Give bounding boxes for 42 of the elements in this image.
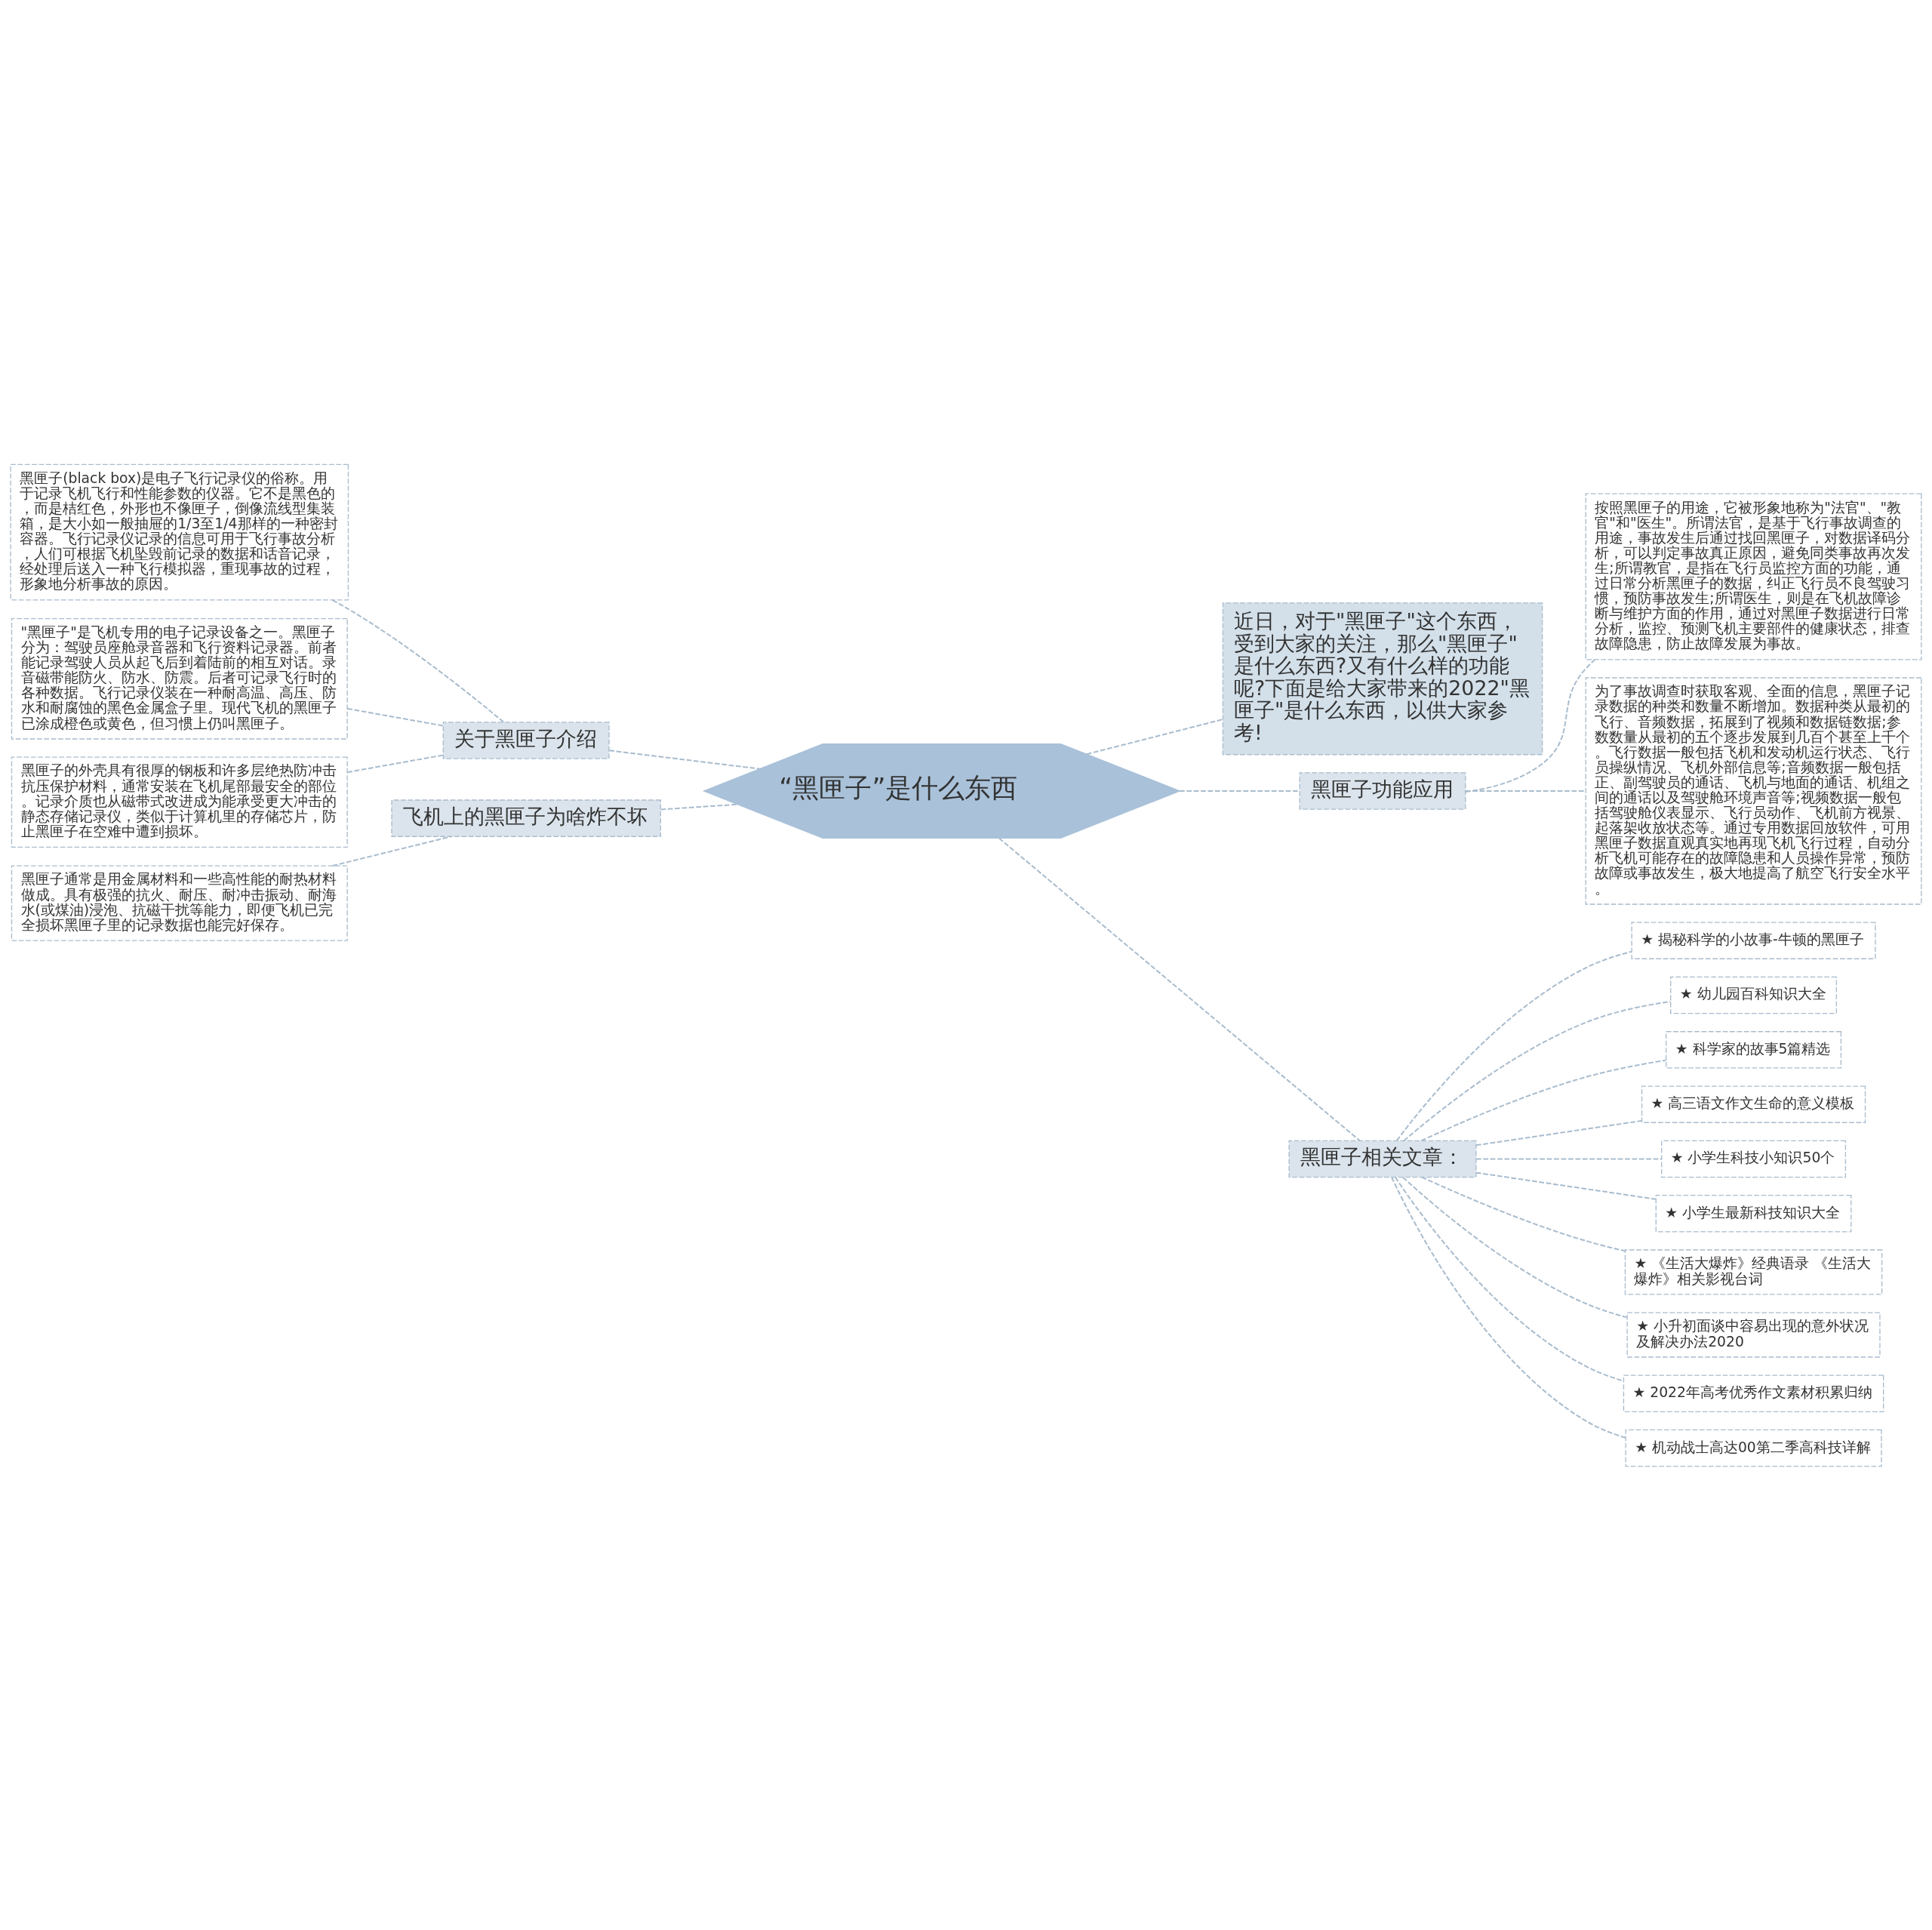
connector [346, 753, 444, 773]
connector [1465, 790, 1586, 792]
connector [1395, 1176, 1624, 1381]
node-box: ★ 小升初面谈中容易出现的意外状况及解决办法2020 [1626, 1311, 1881, 1358]
node-box: 黑匣子(black box)是电子飞行记录仪的俗称。用于记录飞机飞行和性能参数的仪器。它不是黑色的，而是桔红色，外形也不像匣子，倒像流线型集装箱，是大小如一般抽屉的1/3至1/4那样的一种密封容器。飞行记录仪记录的信息可用于飞行事故分析，人们可根据飞机坠毁前记录的数据和话音记录，经处理后送入一种飞行模拟器，重现事故的过程，形象地分析事故的原因。 [10, 463, 349, 600]
connector [1403, 1000, 1671, 1141]
connector [346, 707, 444, 727]
connector [998, 837, 1361, 1141]
connector [609, 749, 760, 770]
node-box: 关于黑匣子介绍 [442, 721, 610, 759]
connector [1421, 1059, 1666, 1141]
node-box: ★ 2022年高考优秀作文素材积累归纳 [1623, 1374, 1884, 1412]
node-box: ★ 小学生科技小知识50个 [1661, 1140, 1847, 1177]
node-box: 飞机上的黑匣子为啥炸不坏 [391, 799, 661, 837]
node-box: "黑匣子"是飞机专用的电子记录设备之一。黑匣子分为：驾驶员座舱录音器和飞行资料记录器。前者能记录驾驶人员从起飞后到着陆前的相互对话。录音磁带能防火、防水、防震。后者可记录飞行时的各种数据。飞行记录仪装在一种耐高温、高压、防水和耐腐蚀的黑色金属盒子里。现代飞机的黑匣子已涂成橙色或黄色，但习惯上仍叫黑匣子。 [11, 617, 348, 740]
connector [1086, 718, 1223, 755]
connector [332, 599, 504, 722]
connector [1402, 1176, 1627, 1318]
node-box: 黑匣子通常是用金属材料和一些高性能的耐热材料做成。具有极强的抗火、耐压、耐冲击振动、耐海水(或煤油)浸泡、抗磁干扰等能力，即便飞机已完全损坏黑匣子里的记录数据也能完好保存。 [11, 864, 348, 941]
connector [1465, 658, 1595, 793]
node-box: 为了事故调查时获取客观、全面的信息，黑匣子记录数据的种类和数量不断增加。数据种类从最初的飞行、音频数据，拓展到了视频和数据链数据;参数数量从最初的五个逐步发展到几百个甚至上千个。飞行数据一般包括飞机和发动机运行状态、飞行员操纵情况、飞机外部信息等;音频数据一般包括正、副驾驶员的通话、飞机与地面的通话、机组之间的通话以及驾驶舱环境声音等;视频数据一般包括驾驶舱仪表显示、飞行员动作、飞机前方视景、起落架收放状态等。通过专用数据回放软件，可用黑匣子数据直观真实地再现飞机飞行过程，自动分析飞机可能存在的故障隐患和人员操作异常，预防故障或事故发生，极大地提高了航空飞行安全水平。 [1585, 676, 1922, 905]
node-box: 黑匣子相关文章： [1288, 1140, 1477, 1177]
node-box: ★ 小学生最新科技知识大全 [1655, 1194, 1852, 1233]
connector [1475, 1171, 1657, 1200]
connector [1391, 1176, 1626, 1439]
connector [1421, 1176, 1626, 1251]
node-box: ★ 《生活大爆炸》经典语录 《生活大爆炸》相关影视台词 [1624, 1248, 1883, 1295]
connector [1179, 790, 1300, 792]
node-box: ★ 高三语文作文生命的意义模板 [1641, 1085, 1866, 1123]
node-box: ★ 机动战士高达00第二季高科技详解 [1625, 1429, 1882, 1467]
node-box: ★ 科学家的故事5篇精选 [1666, 1030, 1842, 1069]
connector [332, 835, 451, 866]
node-box: ★ 幼儿园百科知识大全 [1670, 976, 1838, 1014]
node-box: 近日，对于"黑匣子"这个东西，受到大家的关注，那么"黑匣子"是什么东西?又有什么样的功能呢?下面是给大家带来的2022"黑匣子"是什么东西，以供大家参考! [1222, 602, 1543, 755]
node-box: 按照黑匣子的用途，它被形象地称为"法官"、"教官"和"医生"。所谓法官，是基于飞行事故调查的用途，事故发生后通过找回黑匣子，对数据译码分析，可以判定事故真正原因，避免同类事故再次发生;所谓教官，是指在飞行员监控方面的功能，通过日常分析黑匣子的数据，纠正飞行员不良驾驶习惯，预防事故发生;所谓医生，则是在飞机故障诊断与维护方面的作用，通过对黑匣子数据进行日常分析，监控、预测飞机主要部件的健康状态，排查故障隐患，防止故障发展为事故。 [1585, 493, 1922, 660]
connector [1396, 950, 1632, 1141]
connector [660, 803, 738, 810]
node-box: 黑匣子的外壳具有很厚的钢板和许多层绝热防冲击抗压保护材料，通常安装在飞机尾部最安全的部位。记录介质也从磁带式改进成为能承受更大冲击的静态存储记录仪，类似于计算机里的存储芯片，防止黑匣子在空难中遭到损坏。 [11, 756, 348, 848]
node-box: 黑匣子功能应用 [1299, 771, 1466, 810]
node-box: ★ 揭秘科学的小故事-牛顿的黑匣子 [1631, 921, 1876, 959]
connector [1475, 1119, 1642, 1146]
connector [1476, 1157, 1662, 1159]
